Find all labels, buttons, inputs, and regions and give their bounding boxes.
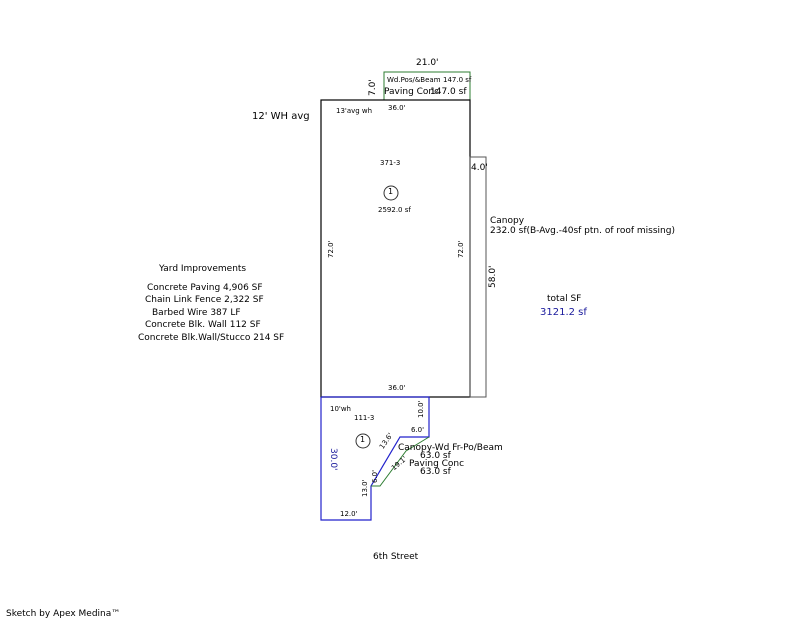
- main-building-marker: [383, 185, 399, 201]
- lower-building-marker: [355, 433, 371, 449]
- top-annex-area2: 147.0 sf: [430, 87, 467, 97]
- footer-credit: Sketch by Apex Medina™: [6, 609, 121, 619]
- main-building-outline: [320, 99, 471, 398]
- wall-height-label: 12' WH avg: [252, 111, 310, 122]
- lower-canopy-label: Canopy-Wd Fr-Po/Beam: [398, 443, 503, 453]
- lower-building-dim-13: 13.0': [361, 479, 369, 497]
- top-annex-name: Wd.Pos/&Beam: [387, 76, 441, 84]
- lower-building-dim-10: 10.0': [417, 400, 425, 418]
- lower-building-bottom-dim: 12.0': [340, 510, 358, 518]
- lower-building-left-dim: 30.0': [328, 448, 338, 471]
- canopy-outline: [469, 156, 487, 398]
- lower-building-dim-6b: 6.0': [371, 469, 379, 483]
- yard-item: Concrete Blk. Wall 112 SF: [145, 320, 261, 330]
- top-annex-line2: Paving Conc: [384, 87, 440, 97]
- top-annex-height: 7.0': [368, 79, 378, 96]
- main-building-top-dim: 36.0': [388, 104, 406, 112]
- main-building-avg: 13'avg wh: [336, 107, 373, 115]
- main-building-circle-label: 1: [388, 187, 394, 196]
- street-label: 6th Street: [373, 552, 419, 562]
- yard-item: Chain Link Fence 2,322 SF: [145, 295, 264, 305]
- main-building-right-dim: 72.0': [457, 240, 465, 258]
- lower-building-circle-label: 1: [360, 435, 366, 444]
- lower-building-dim-6: 6.0': [411, 426, 425, 434]
- canopy-desc: 232.0 sf(B-Avg.-40sf ptn. of roof missin…: [490, 226, 675, 236]
- main-building-left-dim: 72.0': [327, 240, 335, 258]
- yard-improvements-title: Yard Improvements: [159, 264, 247, 274]
- lower-canopy-area: 63.0 sf: [420, 451, 451, 461]
- yard-item: Barbed Wire 387 LF: [152, 308, 241, 318]
- width-dimension: 21.0': [416, 58, 439, 68]
- top-annex-area: 147.0 sf: [443, 76, 472, 84]
- main-building-code: 371-3: [380, 159, 401, 167]
- total-value: 3121.2 sf: [540, 307, 587, 318]
- canopy-width-dim: 4.0': [471, 163, 488, 173]
- main-building-area: 2592.0 sf: [378, 206, 411, 214]
- canopy-height-dim: 58.0': [488, 265, 498, 288]
- yard-item: Concrete Paving 4,906 SF: [147, 283, 263, 293]
- total-label: total SF: [547, 294, 582, 304]
- lower-building-outline: [320, 396, 430, 521]
- lower-canopy-label2: Paving Conc: [409, 459, 465, 469]
- lower-canopy-area2: 63.0 sf: [420, 467, 451, 477]
- lower-building-code: 111-3: [354, 414, 375, 422]
- main-building-bottom-dim: 36.0': [388, 384, 406, 392]
- canopy-label: Canopy: [490, 216, 525, 226]
- yard-item: Concrete Blk.Wall/Stucco 214 SF: [138, 333, 285, 343]
- lower-building-wh: 10'wh: [330, 405, 351, 413]
- lower-canopy-outline: [371, 436, 430, 487]
